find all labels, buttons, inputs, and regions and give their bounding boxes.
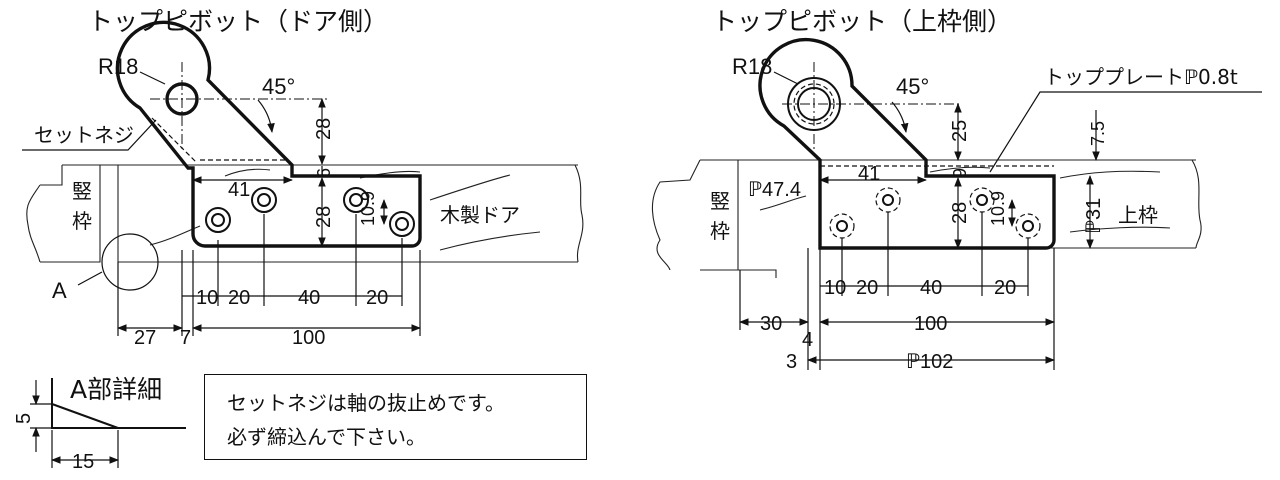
right-dim-h10: 10 [824,277,846,299]
right-dim-plate-height: ℙ31 [1083,198,1105,234]
left-dim-h10: 10 [196,287,218,309]
detail-dim-height: 5 [13,413,35,424]
right-title: トップピボット（上枠側） [712,7,1012,36]
left-dim-rise: 28 [313,118,335,140]
detail-title: A部詳細 [70,375,162,404]
left-dim-len41: 41 [228,179,250,201]
left-set-screw-label: セットネジ [34,123,134,147]
right-frame-label-2: 枠 [710,219,730,243]
left-screw-holes [205,187,415,237]
right-dim-step: 9 [950,168,970,178]
left-dim-h40: 40 [298,287,320,309]
left-dim-gap27: 27 [134,327,156,349]
left-view: トップピボット（ドア側） A [22,7,584,349]
detail-dim-length: 15 [72,451,94,473]
right-wood-outlines [651,159,1202,278]
detail-a-circle [101,233,159,291]
right-plate-label: トッププレートℙ0.8t [1044,65,1238,89]
right-dim-h20a: 20 [856,277,878,299]
right-screw-holes [829,187,1041,239]
detail-a-marker: A [52,278,67,303]
left-angle-label: 45° [262,74,295,99]
right-frame-label-1: 竪 [710,189,730,213]
note-line-2: 必ず締込んで下さい。 [227,425,426,449]
left-wood-outlines [26,164,584,263]
right-dim-plate-width: ℙ47.4 [748,179,801,201]
note-line-1: セットネジは軸の抜止めです。 [227,391,505,415]
right-dim-gap4: 4 [802,329,813,351]
note-box: セットネジは軸の抜止めです。 必ず締込んで下さい。 [204,374,587,460]
right-dim-body-height: 28 [949,202,971,224]
left-door-label: 木製ドア [440,203,520,227]
left-dim-len100: 100 [292,327,325,349]
right-dim-gap30: 30 [760,313,782,335]
right-angle-label: 45° [896,74,929,99]
right-dim-h20b: 20 [994,277,1016,299]
left-frame-label-1: 竪 [72,179,92,203]
left-radius-label: R18 [98,54,138,79]
left-dim-body-height: 28 [313,206,335,228]
left-dim-gap7: 7 [180,327,191,349]
right-dim-gap3: 3 [786,351,797,373]
detail-a: A部詳細 5 15 [13,375,186,473]
right-dim-len100: 100 [914,313,947,335]
left-dim-h20b: 20 [366,287,388,309]
right-dim-hole-offset: 10.9 [988,191,1008,226]
right-head-label: 上枠 [1118,203,1158,227]
right-pivot-arm [758,37,1056,250]
right-dim-rise: 25 [949,120,971,142]
right-dim-len41: 41 [858,163,880,185]
right-dim-len102: ℙ102 [906,351,953,373]
right-radius-label: R18 [732,54,772,79]
left-dim-h20a: 20 [228,287,250,309]
left-frame-label-2: 枠 [72,209,92,233]
left-dim-hole-offset: 10.9 [358,191,378,226]
left-dim-step: 6 [314,168,334,178]
right-dim-h40: 40 [920,277,942,299]
right-view: トップピボット（上枠側） [651,7,1262,373]
right-dim-top: 7.5 [1088,121,1108,146]
